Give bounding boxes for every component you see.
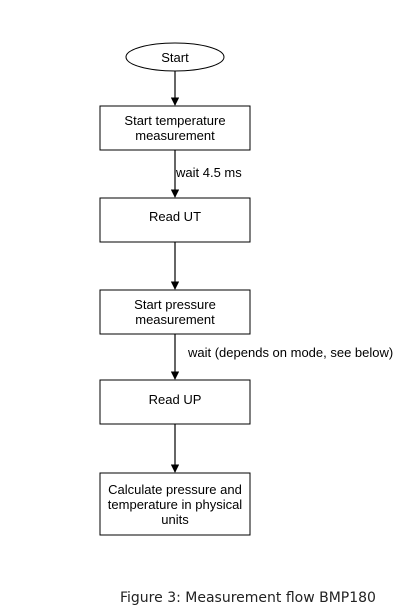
read-ut-box [99, 197, 251, 243]
start-pressure-label: Start pressure measurement [134, 297, 216, 327]
wait-temperature-label: wait 4.5 ms [176, 165, 242, 180]
calculate-label: Calculate pressure and temperature in ph… [107, 481, 243, 527]
read-ut-label: Read UT [148, 208, 202, 224]
start-temperature-label: Start temperature measurement [124, 113, 226, 143]
start-pressure-box [99, 289, 251, 335]
start-label: Start [161, 49, 189, 65]
wait-pressure-label: wait (depends on mode, see below) [188, 345, 394, 360]
figure-caption: Figure 3: Measurement flow BMP180 [120, 590, 376, 606]
start-temperature-box [99, 105, 251, 151]
read-up-label: Read UP [148, 391, 202, 407]
calculate-box [99, 472, 251, 536]
